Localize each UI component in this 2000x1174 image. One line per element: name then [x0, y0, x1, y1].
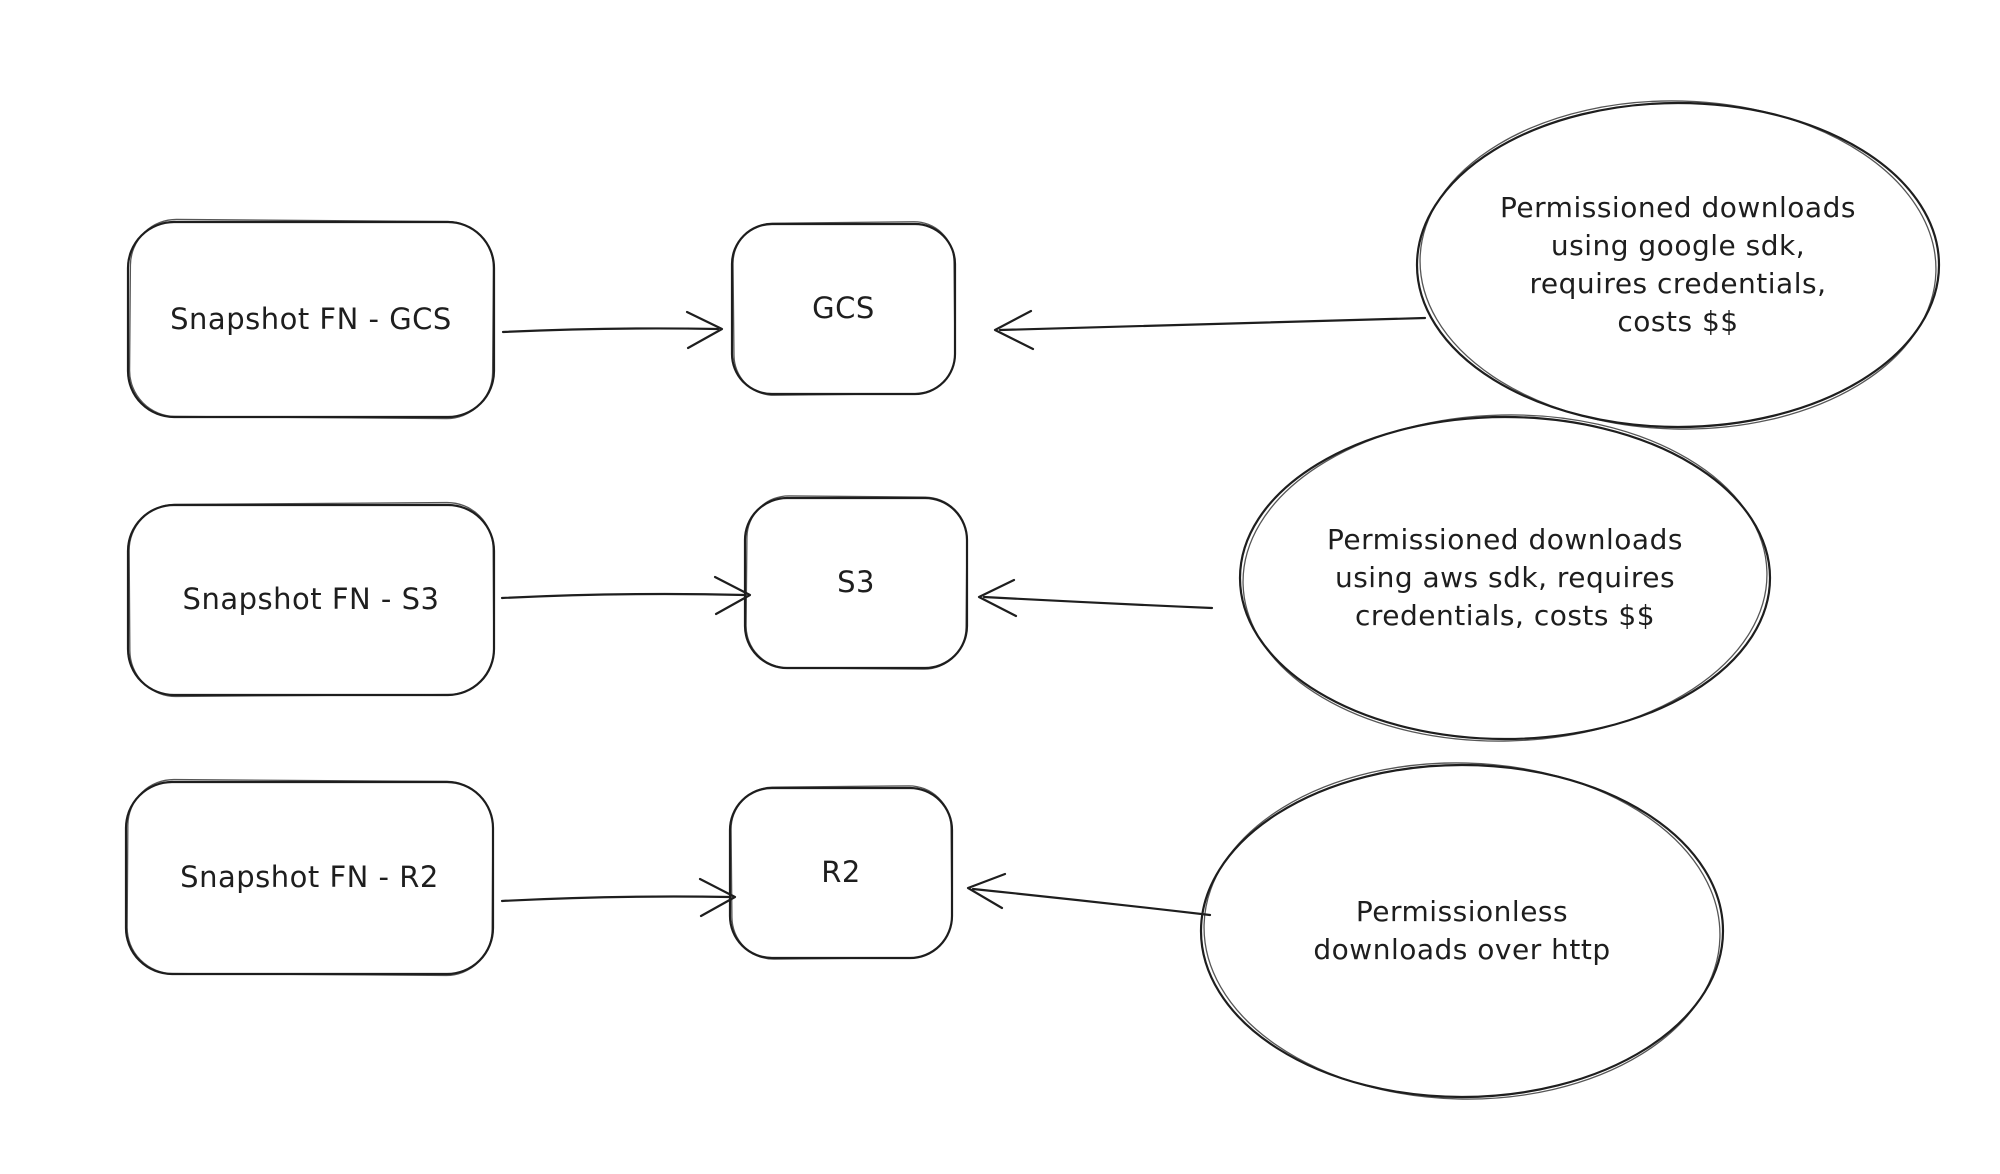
s3-node-shape: [743, 495, 969, 670]
snapshot-fn-s3-rect-stroke: [126, 503, 496, 697]
arrow-shaft: [971, 887, 1212, 917]
arrow-head: [698, 877, 737, 918]
r2-node-shape: [728, 785, 954, 960]
arrow-head: [685, 310, 724, 350]
ellipse-overstroke: [1419, 100, 1937, 430]
snapshot-fn-s3-rect-overstroke: [128, 501, 495, 698]
ellipse-stroke: [1199, 763, 1725, 1099]
arrow-shaft: [500, 895, 732, 903]
ellipse-overstroke: [1203, 762, 1721, 1100]
gcs-rect-stroke: [730, 222, 957, 396]
arrow-snapshot-r2-to-r2: [500, 877, 737, 918]
s3-rect-stroke: [743, 496, 969, 670]
s3-rect-overstroke: [745, 495, 968, 670]
snapshot-fn-r2-rect-stroke: [124, 780, 495, 976]
arrow-note-to-gcs: [993, 309, 1427, 351]
arrow-note-to-s3: [977, 578, 1214, 618]
snapshot-fn-gcs-node-shape: [126, 218, 496, 420]
arrow-shaft: [998, 316, 1427, 332]
gcs-node-shape: [730, 221, 957, 396]
ellipse-overstroke: [1242, 414, 1768, 742]
snapshot-fn-r2-rect-overstroke: [126, 778, 494, 977]
snapshot-fn-gcs-rect-stroke: [126, 220, 496, 419]
arrow-snapshot-s3-to-s3: [500, 575, 752, 616]
arrow-shaft: [982, 595, 1214, 610]
r2-rect-stroke: [728, 786, 954, 960]
gcs-rect-overstroke: [732, 221, 956, 396]
arrow-note-to-r2: [966, 872, 1212, 917]
arrow-shaft: [501, 327, 720, 334]
snapshot-fn-gcs-rect-overstroke: [128, 218, 495, 420]
arrow-head: [977, 578, 1018, 618]
note-ellipse-r2-shape: [1199, 762, 1725, 1100]
ellipse-stroke: [1238, 415, 1772, 741]
arrow-head: [993, 309, 1035, 351]
snapshot-fn-r2-node-shape: [124, 778, 495, 977]
arrow-head: [713, 575, 752, 616]
arrow-snapshot-gcs-to-gcs: [501, 310, 724, 350]
note-ellipse-gcs-shape: [1415, 100, 1941, 430]
snapshot-fn-s3-node-shape: [126, 501, 496, 698]
arrow-head: [966, 872, 1007, 910]
ellipse-stroke: [1415, 101, 1941, 429]
note-ellipse-s3-shape: [1238, 414, 1772, 742]
arrow-shaft: [500, 592, 747, 600]
r2-rect-overstroke: [730, 785, 953, 960]
